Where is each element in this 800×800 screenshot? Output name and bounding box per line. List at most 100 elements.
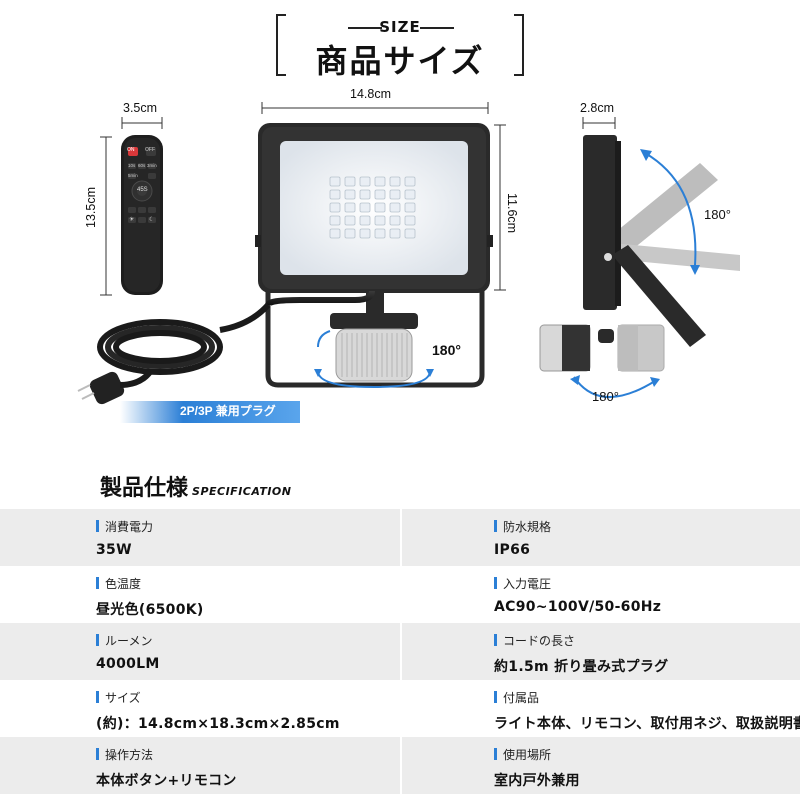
- led-chip: [404, 215, 416, 226]
- spec-value: 昼光色(6500K): [96, 602, 204, 618]
- led-chip: [374, 189, 386, 200]
- spec-label: 付属品: [503, 690, 540, 705]
- spec-value: (約)：14.8cm×18.3cm×2.85cm: [96, 716, 340, 732]
- remote-5min-label: 5min: [128, 173, 138, 178]
- remote-height-label: 13.5cm: [84, 187, 98, 228]
- led-chip: [389, 189, 401, 200]
- label-bar: [494, 520, 497, 532]
- spec-value: IP66: [494, 542, 531, 558]
- led-chip: [404, 228, 416, 239]
- bracket-rotation-label: 180°: [704, 207, 731, 222]
- spec-row: ルーメン 4000LM コードの長さ 約1.5m 折り畳み式プラグ: [0, 623, 800, 680]
- spec-cell: 使用場所 室内戸外兼用: [400, 737, 800, 794]
- spec-cell: 入力電圧 AC90~100V/50-60Hz: [400, 566, 800, 623]
- spec-cell: 操作方法 本体ボタン+リモコン: [0, 737, 400, 794]
- size-line-right: [420, 27, 454, 29]
- spec-cell: 消費電力 35W: [0, 509, 400, 566]
- spec-label: 使用場所: [503, 747, 552, 762]
- led-chip: [389, 202, 401, 213]
- spec-label: ルーメン: [105, 633, 153, 648]
- label-bar: [494, 748, 497, 760]
- remote-45s-label: 45S: [137, 187, 148, 193]
- led-chip: [329, 189, 341, 200]
- spec-title-jp: 製品仕様: [100, 476, 189, 501]
- label-bar: [494, 634, 497, 646]
- remote-width-label: 3.5cm: [123, 101, 158, 115]
- size-label: SIZE: [379, 18, 421, 36]
- led-chip: [344, 202, 356, 213]
- label-bar: [96, 577, 99, 589]
- led-chip: [389, 228, 401, 239]
- spec-row: 操作方法 本体ボタン+リモコン 使用場所 室内戸外兼用: [0, 737, 800, 794]
- led-chip: [374, 215, 386, 226]
- led-chip: [329, 202, 341, 213]
- led-grid: [329, 176, 416, 239]
- led-chip: [344, 228, 356, 239]
- led-chip: [374, 228, 386, 239]
- product-diagram: [77, 102, 740, 423]
- plug-label: 2P/3P 兼用プラグ: [180, 404, 276, 418]
- floodlight-side: [539, 117, 740, 399]
- spec-label: 消費電力: [105, 519, 154, 534]
- spec-label: 入力電圧: [503, 576, 552, 591]
- label-bar: [96, 748, 99, 760]
- spec-value: 室内戸外兼用: [494, 773, 580, 789]
- led-chip: [389, 176, 401, 187]
- spec-label: 色温度: [105, 576, 142, 591]
- led-chip: [344, 176, 356, 187]
- bracket-left: [276, 14, 286, 76]
- label-bar: [96, 691, 99, 703]
- led-chip: [344, 189, 356, 200]
- spec-label: 操作方法: [105, 747, 154, 762]
- led-chip: [404, 189, 416, 200]
- led-chip: [404, 176, 416, 187]
- side-sensor-rotation-label: 180°: [592, 389, 619, 404]
- led-chip: [329, 215, 341, 226]
- led-chip: [359, 215, 371, 226]
- spec-title-en: SPECIFICATION: [192, 485, 292, 498]
- spec-value: AC90~100V/50-60Hz: [494, 599, 662, 615]
- spec-cell: 防水規格 IP66: [400, 509, 800, 566]
- side-depth-label: 2.8cm: [580, 101, 615, 115]
- led-chip: [389, 215, 401, 226]
- remote-60s-label: 60s: [138, 163, 146, 168]
- led-chip: [374, 176, 386, 187]
- spec-value: 本体ボタン+リモコン: [96, 773, 237, 789]
- spec-value: ライト本体、リモコン、取付用ネジ、取扱説明書: [494, 716, 800, 732]
- led-chip: [329, 176, 341, 187]
- size-line-left: [348, 27, 382, 29]
- spec-label: コードの長さ: [503, 633, 576, 648]
- spec-table: 消費電力 35W 防水規格 IP66 色温度 昼光色(6500K) 入力電圧 A…: [0, 509, 800, 794]
- sun-icon: ☀: [129, 217, 135, 223]
- remote-off-label: OFF: [145, 147, 155, 153]
- spec-row: 消費電力 35W 防水規格 IP66: [0, 509, 800, 566]
- spec-value: 35W: [96, 542, 132, 558]
- label-bar: [96, 520, 99, 532]
- led-chip: [359, 176, 371, 187]
- led-chip: [359, 202, 371, 213]
- moon-icon: ☾: [149, 217, 155, 223]
- product-illustration: 3.5cm 13.5cm 14.8cm 11.6cm 2.8cm 180° 18…: [0, 85, 800, 455]
- led-chip: [404, 202, 416, 213]
- light-width-label: 14.8cm: [350, 87, 391, 101]
- spec-value: 4000LM: [96, 656, 160, 672]
- spec-cell: ルーメン 4000LM: [0, 623, 400, 680]
- spec-cell: 色温度 昼光色(6500K): [0, 566, 400, 623]
- spec-title: 製品仕様 SPECIFICATION: [100, 470, 291, 502]
- header: SIZE 商品サイズ: [0, 0, 800, 95]
- spec-value: 約1.5m 折り畳み式プラグ: [494, 659, 669, 675]
- spec-cell: 付属品 ライト本体、リモコン、取付用ネジ、取扱説明書: [400, 680, 800, 737]
- power-plug: [77, 370, 153, 405]
- spec-cell: コードの長さ 約1.5m 折り畳み式プラグ: [400, 623, 800, 680]
- led-chip: [344, 215, 356, 226]
- spec-label: 防水規格: [503, 519, 552, 534]
- remote-on-label: ON: [127, 147, 135, 153]
- spec-row: サイズ (約)：14.8cm×18.3cm×2.85cm 付属品 ライト本体、リ…: [0, 680, 800, 737]
- spec-cell: サイズ (約)：14.8cm×18.3cm×2.85cm: [0, 680, 400, 737]
- label-bar: [494, 691, 497, 703]
- remote-3min-label: 3min: [147, 163, 157, 168]
- led-chip: [359, 189, 371, 200]
- remote-control: [100, 117, 163, 296]
- spec-label: サイズ: [105, 690, 141, 705]
- light-height-label: 11.6cm: [505, 193, 519, 234]
